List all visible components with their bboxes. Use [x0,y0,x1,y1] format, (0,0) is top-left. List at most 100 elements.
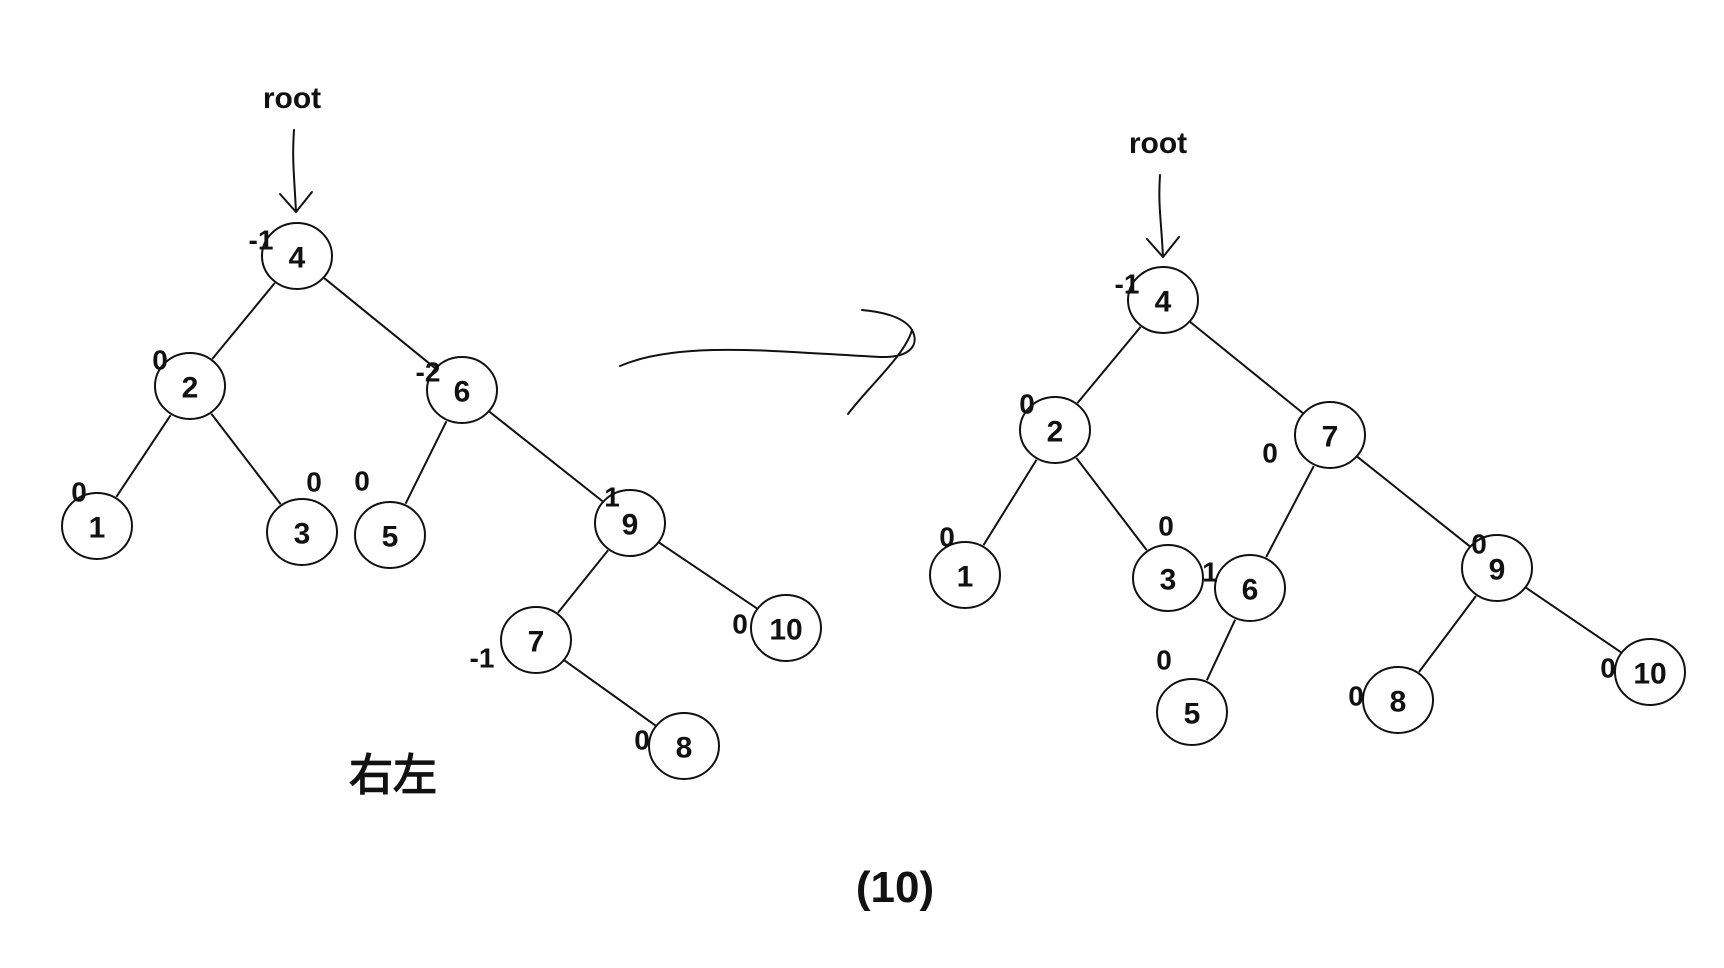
node-value: 9 [622,509,639,542]
node-value: 4 [289,242,306,275]
node-circle [154,352,226,420]
tree-node-2: 20 [1019,389,1091,464]
root-pointer-arrow [279,129,313,214]
root-label: root [1129,127,1187,160]
tree-edge-6-5 [1205,619,1237,681]
node-circle [1132,544,1204,612]
node-circle [648,712,720,780]
balance-factor: -1 [1115,269,1140,300]
tree-node-2: 20 [152,345,226,420]
node-value: 2 [182,372,199,405]
rotation-caption: 右左 [349,751,437,800]
balance-factor: 1 [1202,557,1218,588]
node-circle [1127,266,1199,334]
tree-node-3: 30 [1132,511,1204,612]
node-circle [1461,534,1533,602]
node-value: 8 [1390,686,1407,719]
balance-factor: 0 [71,477,87,508]
tree-node-4: 4 -1 [249,222,333,290]
tree-node-6: 61 [1202,554,1286,622]
node-value: 3 [294,518,311,551]
node-circle [426,356,498,424]
tree-edge-2-3 [210,413,282,505]
node-value: 3 [1160,564,1177,597]
figure-label: (10) [856,863,934,912]
node-value: 6 [454,376,471,409]
root-label: root [263,82,321,115]
tree-edge-9-10 [1525,586,1622,654]
tree-node-9: 91 [594,482,666,557]
node-circle [1156,678,1228,746]
node-circle [261,222,333,290]
balance-factor: 0 [634,725,650,756]
balance-factor: -2 [416,357,441,388]
balance-factor: 0 [152,345,168,376]
node-circle [266,498,338,566]
tree-edge-7-9 [1356,456,1471,547]
balance-factor: 0 [1158,511,1174,542]
tree-node-1: 10 [61,477,133,560]
node-value: 9 [1489,554,1506,587]
tree-edge-4-6 [323,277,436,369]
transform-arrow [619,309,916,415]
node-value: 5 [382,521,399,554]
balance-factor: 0 [939,522,955,553]
balance-factor: 0 [1156,645,1172,676]
node-value: 7 [1322,421,1339,454]
tree-edge-4-2 [211,282,276,360]
balance-factor: 0 [306,467,322,498]
tree-edge-2-3 [1075,457,1148,551]
tree-node-7: 7 -1 [470,606,572,674]
node-circle [1214,554,1286,622]
balance-factor: 0 [1019,389,1035,420]
node-value: 6 [1242,574,1259,607]
node-circle [354,501,426,569]
tree-node-9: 90 [1461,529,1533,602]
tree-edge-9-7 [557,549,609,614]
node-circle [929,541,1001,609]
balance-factor: 1 [604,482,620,513]
balance-factor: 0 [1600,653,1616,684]
tree-edge-9-10 [658,541,758,610]
balance-factor: -1 [470,643,495,674]
tree-edge-6-9 [488,410,604,503]
node-circle [1294,401,1366,469]
node-value: 8 [676,732,693,765]
tree-node-10: 10 0 [1600,638,1686,706]
tree-edge-7-6 [1265,465,1315,558]
balance-factor: 0 [1262,438,1278,469]
tree-node-4: 4 -1 [1115,266,1199,334]
tree-node-5: 50 [354,466,426,569]
tree-edge-2-1 [115,414,172,498]
node-value: 5 [1184,698,1201,731]
node-circle [1019,396,1091,464]
tree-node-7: 70 [1262,401,1366,469]
balance-factor: 0 [732,609,748,640]
node-value: 10 [1633,658,1666,691]
tree-node-8: 80 [634,712,720,780]
node-value: 7 [528,626,545,659]
tree-edge-6-5 [404,420,448,505]
tree-node-6: 6 -2 [416,356,498,424]
node-circle [1362,666,1434,734]
tree-node-3: 30 [266,467,338,566]
tree-node-8: 80 [1348,666,1434,734]
node-value: 1 [957,561,974,594]
balance-factor: 0 [1348,681,1364,712]
tree-edge-9-8 [1418,595,1477,673]
node-value: 2 [1047,416,1064,449]
node-value: 1 [89,512,106,545]
balance-factor: -1 [249,225,274,256]
tree-edge-2-1 [982,459,1038,546]
tree-edge-4-2 [1076,326,1142,404]
tree-edge-4-7 [1189,321,1304,414]
node-value: 4 [1155,286,1172,319]
balance-factor: 0 [1471,529,1487,560]
root-pointer-arrow [1146,174,1180,259]
balance-factor: 0 [354,466,370,497]
tree-node-5: 50 [1156,645,1228,746]
node-circle [61,492,133,560]
